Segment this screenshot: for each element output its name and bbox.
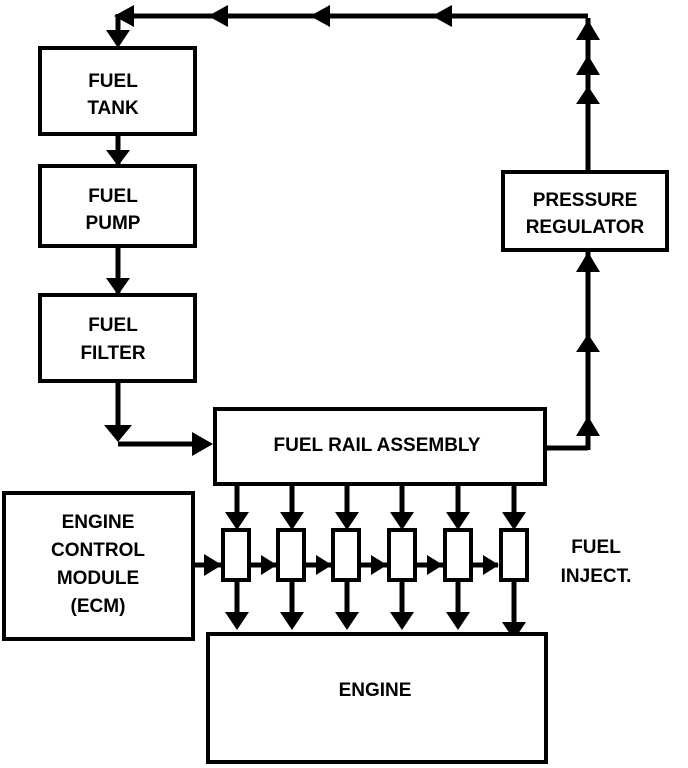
pump-to-filter-arrow <box>106 278 130 295</box>
fuel-tank-label-line-2: TANK <box>87 98 139 119</box>
fuel-inject-label-line-1: FUEL <box>571 537 621 558</box>
return-arrow-up-1 <box>576 20 600 40</box>
engine-control-module-box: ENGINE CONTROL MODULE (ECM) <box>2 491 195 641</box>
arrowheads <box>104 5 600 640</box>
ecm-to-injector-6-arrow <box>483 555 499 575</box>
rail-to-injector-2-arrow <box>280 512 304 530</box>
fuel-rail-assembly-label: FUEL RAIL ASSEMBLY <box>274 435 481 456</box>
fuel-injector-5 <box>443 528 473 582</box>
fuel-inject-label: FUEL INJECT. <box>561 537 632 587</box>
fuel-pump-label-line-2: PUMP <box>86 213 141 234</box>
ecm-to-injector-1-arrow <box>204 554 222 576</box>
ecm-to-injector-3-arrow <box>316 555 332 575</box>
regulator-inlet-arrow <box>576 252 600 272</box>
ecm-to-injector-5-arrow <box>427 555 443 575</box>
fuel-tank-label-line-1: FUEL <box>88 71 138 92</box>
ecm-to-injector-4-arrow <box>371 555 387 575</box>
fuel-injector-1 <box>221 528 251 582</box>
injector-1-to-engine-arrow <box>225 612 249 630</box>
rail-to-injector-4-arrow <box>390 512 414 530</box>
fuel-injectors <box>221 528 529 582</box>
return-arrow-left-1 <box>114 5 134 27</box>
rail-to-injector-6-arrow <box>502 512 526 530</box>
rail-to-injector-1-arrow <box>225 512 249 530</box>
return-arrow-up-2 <box>576 55 600 75</box>
fuel-injector-3 <box>331 528 361 582</box>
rail-to-injector-5-arrow <box>446 512 470 530</box>
fuel-inject-label-line-2: INJECT. <box>561 566 632 587</box>
tank-to-pump-arrow <box>106 150 130 166</box>
fuel-filter-label-line-1: FUEL <box>88 315 138 336</box>
engine-box: ENGINE <box>206 632 548 764</box>
ecm-label-line-4: (ECM) <box>71 596 126 617</box>
pressure-regulator-box: PRESSURE REGULATOR <box>501 170 669 252</box>
injector-6-to-engine-arrow <box>502 622 526 640</box>
injector-2-to-engine-arrow <box>280 612 304 630</box>
rail-return-arrow-up-2 <box>576 416 600 436</box>
fuel-rail-assembly-box: FUEL RAIL ASSEMBLY <box>213 407 547 486</box>
return-arrow-left-3 <box>310 5 330 27</box>
ecm-label-line-3: MODULE <box>57 568 139 589</box>
fuel-filter-label-line-2: FILTER <box>80 343 145 364</box>
engine-label: ENGINE <box>339 680 412 701</box>
injector-5-to-engine-arrow <box>446 612 470 630</box>
return-arrow-up-3 <box>576 86 600 104</box>
return-arrow-left-4 <box>432 5 452 27</box>
ecm-to-injector-2-arrow <box>261 555 277 575</box>
fuel-pump-label-line-1: FUEL <box>88 186 138 207</box>
ecm-label-line-2: CONTROL <box>51 540 145 561</box>
injector-3-to-engine-arrow <box>335 612 359 630</box>
fuel-filter-box: FUEL FILTER <box>38 293 197 383</box>
fuel-tank-box: FUEL TANK <box>38 46 197 136</box>
injector-4-to-engine-arrow <box>390 612 414 630</box>
filter-down-arrow <box>104 425 132 442</box>
pressure-regulator-label-line-2: REGULATOR <box>526 217 645 238</box>
rail-to-injector-3-arrow <box>335 512 359 530</box>
fuel-injector-2 <box>276 528 306 582</box>
rail-inlet-arrow <box>192 432 213 456</box>
fuel-pump-box: FUEL PUMP <box>38 164 197 248</box>
tank-inlet-arrow <box>106 30 130 48</box>
ecm-label-line-1: ENGINE <box>62 512 135 533</box>
rail-return-arrow-up-1 <box>576 334 600 352</box>
pressure-regulator-label-line-1: PRESSURE <box>533 190 638 211</box>
fuel-injector-6 <box>499 528 529 582</box>
return-arrow-left-2 <box>208 5 228 27</box>
fuel-injector-4 <box>387 528 417 582</box>
